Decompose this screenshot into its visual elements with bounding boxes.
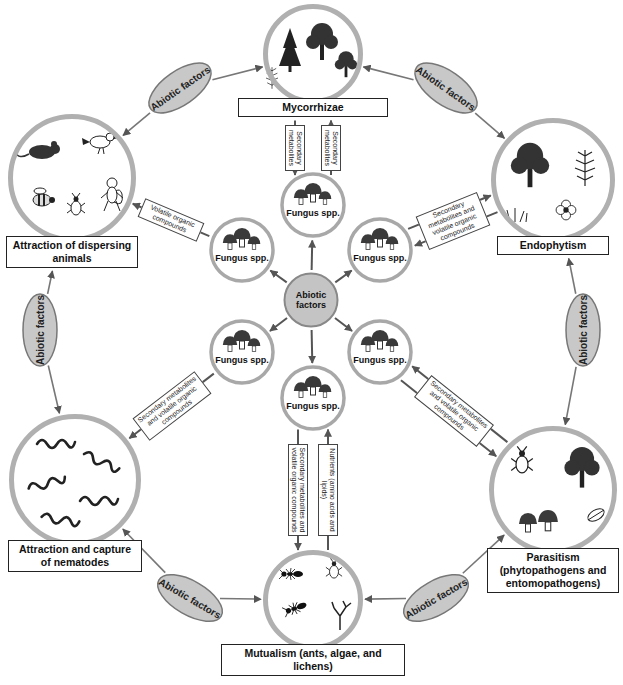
- fungus-circle: Fungus spp.: [347, 217, 413, 283]
- interaction-circle: Attraction and capture of nematodes: [9, 414, 141, 546]
- abiotic-label: Abiotic factors: [22, 293, 58, 367]
- abiotic-ellipse: Abiotic factors: [405, 52, 486, 124]
- flow-label: Nutrients (amino acids and lipids): [318, 444, 338, 536]
- interaction-circle: Mycorrhizae: [263, 4, 363, 104]
- fungus-circle: Fungus spp.: [280, 172, 346, 238]
- abiotic-ellipse: Abiotic factors: [139, 52, 220, 124]
- interaction-label: Mycorrhizae: [238, 98, 388, 117]
- circle-outline: [280, 365, 346, 431]
- circle-outline: [347, 319, 413, 385]
- abiotic-ellipse: Abiotic factors: [395, 564, 477, 632]
- circle-outline: [209, 319, 275, 385]
- flow-label: Secondary metabolites: [321, 125, 341, 171]
- arrow-connector: [48, 271, 53, 294]
- circle-outline: [280, 172, 346, 238]
- arrow-connector: [212, 67, 262, 80]
- abiotic-label: Abiotic factors: [149, 564, 231, 632]
- arrow-connector: [123, 113, 150, 135]
- mycorrhizae-plants: [266, 23, 357, 89]
- arrow-connector: [475, 113, 504, 138]
- fungus-circle: Fungus spp.: [280, 365, 346, 431]
- arrow-connector: [335, 271, 351, 283]
- abiotic-ellipse: Abiotic factors: [22, 293, 58, 367]
- interaction-circle: Endophytism: [491, 118, 615, 242]
- fungus-label: Fungus spp.: [280, 208, 346, 219]
- fungus-circle: Fungus spp.: [209, 319, 275, 385]
- arrow-connector: [565, 367, 576, 425]
- flow-label: Secondary metabolites and volatile organ…: [132, 371, 211, 441]
- abiotic-ellipse: Abiotic factors: [149, 564, 231, 632]
- dispersing-animals: [15, 133, 123, 215]
- fungus-label: Fungus spp.: [347, 355, 413, 366]
- arrow-connector: [270, 271, 286, 283]
- circle-outline: [347, 217, 413, 283]
- interaction-label: Parasitism (phytopathogens and entomopat…: [487, 548, 619, 593]
- flow-label: Secondary metabolites: [285, 125, 305, 171]
- circle-outline: [263, 550, 363, 650]
- arrow-connector: [311, 240, 314, 270]
- arrow-connector: [220, 598, 261, 600]
- interaction-label: Endophytism: [497, 236, 609, 255]
- abiotic-label: Abiotic factors: [405, 52, 486, 124]
- abiotic-label: Abiotic factors: [283, 272, 339, 328]
- arrow-connector: [48, 366, 59, 414]
- abiotic-label: Abiotic factors: [565, 293, 601, 367]
- abiotic-label: Abiotic factors: [139, 52, 220, 124]
- circle-outline: [8, 114, 136, 242]
- interaction-label: Attraction and capture of nematodes: [8, 540, 142, 572]
- flow-label: Secondary metabolites and volatile organ…: [415, 191, 490, 249]
- arrow-connector: [335, 318, 352, 331]
- abiotic-ellipse: Abiotic factors: [565, 293, 601, 367]
- flow-label: Secondary metabolites and volatile organ…: [414, 375, 494, 447]
- arrow-connector: [270, 318, 287, 331]
- mutualist-organisms: [279, 558, 351, 630]
- abiotic-label: Abiotic factors: [395, 564, 477, 632]
- endophyte-plants: [507, 143, 595, 222]
- arrow-connector: [311, 330, 314, 363]
- circle-outline: [491, 118, 615, 242]
- circle-outline: [9, 414, 141, 546]
- flow-label: Secondary metabolites and volatile organ…: [288, 444, 308, 536]
- interaction-circle: Attraction of dispersing animals: [8, 114, 136, 242]
- fungus-label: Fungus spp.: [209, 355, 275, 366]
- fungus-circle: Fungus spp.: [347, 319, 413, 385]
- abiotic-core: Abiotic factors: [283, 272, 339, 328]
- arrow-connector: [365, 598, 406, 600]
- interaction-circle: Mutualism (ants, algae, and lichens): [263, 550, 363, 650]
- fungus-label: Fungus spp.: [280, 401, 346, 412]
- host-organisms: [511, 446, 606, 532]
- arrow-connector: [363, 67, 413, 80]
- circle-outline: [209, 217, 275, 283]
- interaction-label: Mutualism (ants, algae, and lichens): [221, 644, 405, 676]
- arrow-connector: [569, 258, 576, 293]
- circle-outline: [263, 4, 363, 104]
- flow-label: Volatile organic compounds: [138, 198, 205, 241]
- fungus-label: Fungus spp.: [209, 253, 275, 264]
- interaction-label: Attraction of dispersing animals: [6, 236, 138, 268]
- interaction-circle: Parasitism (phytopathogens and entomopat…: [489, 426, 617, 554]
- fungus-label: Fungus spp.: [347, 253, 413, 264]
- circle-outline: [489, 426, 617, 554]
- nematodes: [28, 440, 121, 527]
- fungus-circle: Fungus spp.: [209, 217, 275, 283]
